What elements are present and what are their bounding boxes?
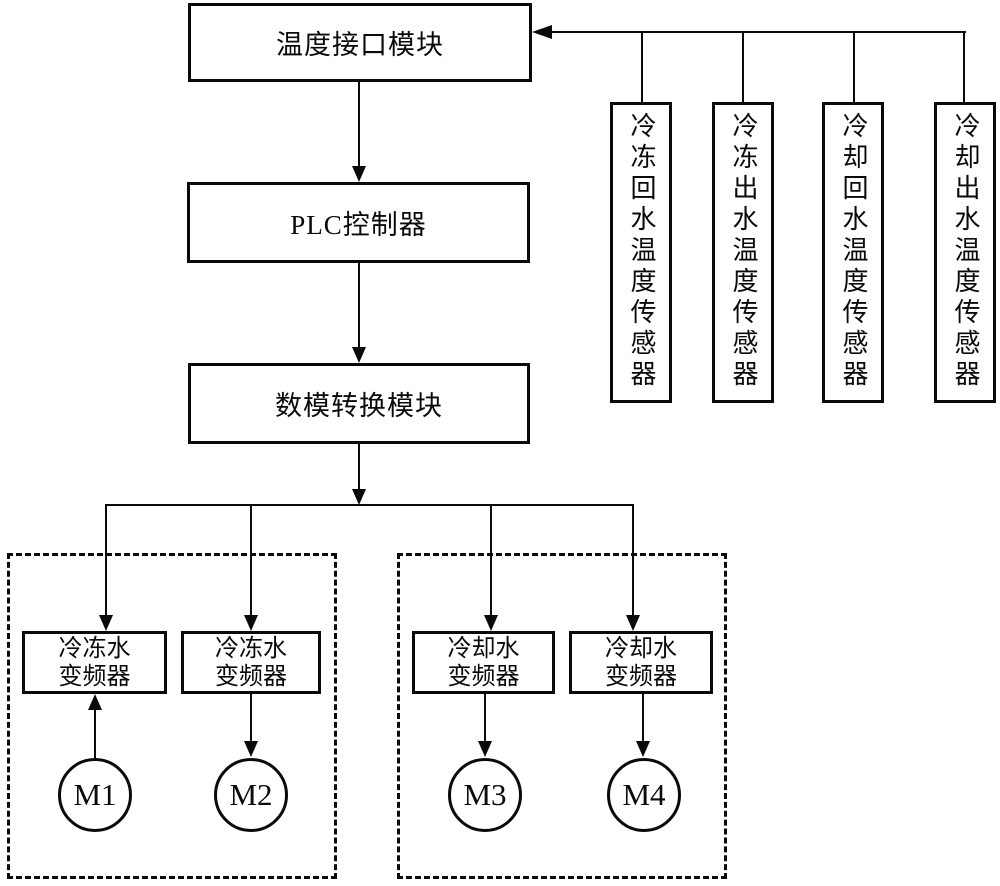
inverter-label-cooling-2: 冷却水 变频器 (605, 635, 677, 690)
sensor-label-cooling-return: 冷却回水温度传感器 (839, 112, 868, 391)
inverter-box-chilled-2: 冷冻水 变频器 (181, 631, 321, 694)
sensor-stub-3 (853, 32, 855, 103)
sensor-label-chilled-return: 冷冻回水温度传感器 (627, 112, 656, 391)
arrowhead-into-inverter-1 (99, 615, 113, 631)
arrowhead-into-plc (352, 166, 366, 182)
da-converter-module-label: 数模转换模块 (275, 391, 443, 421)
sensor-box-chilled-return: 冷冻回水温度传感器 (610, 102, 672, 403)
arrowhead-into-m2 (244, 741, 258, 757)
sensor-box-chilled-supply: 冷冻出水温度传感器 (712, 102, 774, 403)
connector-inverter-to-m2 (250, 694, 252, 742)
sensor-label-cooling-supply: 冷却出水温度传感器 (951, 112, 980, 391)
motor-m3: M3 (448, 758, 522, 832)
connector-inverter-to-m3 (484, 694, 486, 742)
plc-controller-box: PLC控制器 (187, 182, 530, 263)
connector-m1-to-inverter (94, 706, 96, 758)
arrowhead-into-da (352, 347, 366, 363)
inverter-box-cooling-1: 冷却水 变频器 (412, 631, 555, 694)
sensor-stub-4 (963, 31, 965, 103)
motor-m4: M4 (607, 758, 681, 832)
da-converter-module-box: 数模转换模块 (188, 363, 530, 444)
motor-m1-label: M1 (73, 777, 117, 812)
arrowhead-into-bus (352, 489, 366, 505)
branch-line-inverter-3 (490, 505, 492, 617)
connector-temp-to-plc (358, 82, 360, 168)
distribution-bus-line (105, 504, 634, 506)
arrowhead-m1-up (88, 694, 102, 710)
inverter-label-chilled-2: 冷冻水 变频器 (215, 635, 287, 690)
inverter-box-chilled-1: 冷冻水 变频器 (22, 631, 167, 694)
branch-line-inverter-1 (105, 505, 107, 617)
arrowhead-into-inverter-3 (484, 615, 498, 631)
motor-m3-label: M3 (463, 777, 507, 812)
arrowhead-into-m3 (478, 741, 492, 757)
arrowhead-into-inverter-4 (626, 615, 640, 631)
motor-m1: M1 (58, 758, 132, 832)
sensor-bus-line (548, 31, 966, 33)
sensor-stub-1 (641, 32, 643, 103)
arrowhead-into-m4 (636, 741, 650, 757)
inverter-label-cooling-1: 冷却水 变频器 (447, 635, 520, 690)
branch-line-inverter-2 (250, 505, 252, 617)
branch-line-inverter-4 (632, 505, 634, 617)
motor-m2-label: M2 (229, 777, 273, 812)
motor-m2: M2 (214, 758, 288, 832)
sensor-label-chilled-supply: 冷冻出水温度传感器 (729, 112, 758, 391)
sensor-box-cooling-supply: 冷却出水温度传感器 (934, 102, 996, 403)
sensor-box-cooling-return: 冷却回水温度传感器 (822, 102, 884, 403)
plc-controller-label: PLC控制器 (290, 210, 427, 240)
connector-da-to-bus (358, 444, 360, 491)
chilled-water-group-frame (7, 553, 337, 879)
arrowhead-into-temp-interface (532, 25, 552, 39)
connector-plc-to-da (358, 263, 360, 349)
inverter-box-cooling-2: 冷却水 变频器 (569, 631, 713, 694)
temp-interface-module-box: 温度接口模块 (188, 3, 532, 82)
arrowhead-into-inverter-2 (244, 615, 258, 631)
sensor-stub-2 (742, 32, 744, 103)
inverter-label-chilled-1: 冷冻水 变频器 (58, 635, 131, 690)
motor-m4-label: M4 (622, 777, 666, 812)
temp-interface-module-label: 温度接口模块 (276, 30, 444, 60)
connector-inverter-to-m4 (642, 694, 644, 742)
cooling-water-group-frame (397, 553, 727, 879)
